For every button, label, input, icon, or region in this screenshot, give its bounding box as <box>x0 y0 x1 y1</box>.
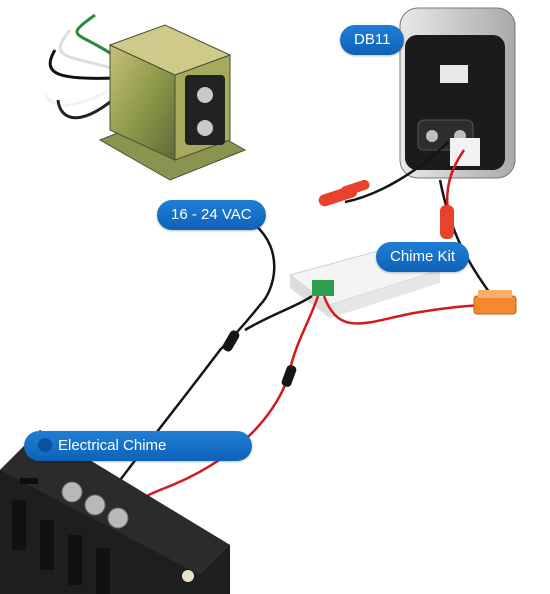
chime-kit-label: Chime Kit <box>376 242 470 272</box>
voltage-label-text: 16 - 24 VAC <box>171 206 252 223</box>
crimp-connectors <box>222 179 454 387</box>
lever-connector <box>473 290 517 315</box>
db11-label-text: DB11 <box>354 31 391 48</box>
electrical-chime-label: Electrical Chime <box>24 431 252 461</box>
label-dot-icon <box>38 438 52 452</box>
transformer-icon <box>98 24 247 181</box>
db11-label: DB11 <box>340 25 405 55</box>
chime-terminals <box>61 481 129 529</box>
electrical-chime-label-text: Electrical Chime <box>58 437 167 454</box>
doorbell-icon <box>399 7 516 179</box>
chime-kit-label-text: Chime Kit <box>390 248 456 265</box>
voltage-label: 16 - 24 VAC <box>157 200 266 230</box>
chime-icon <box>0 430 230 594</box>
